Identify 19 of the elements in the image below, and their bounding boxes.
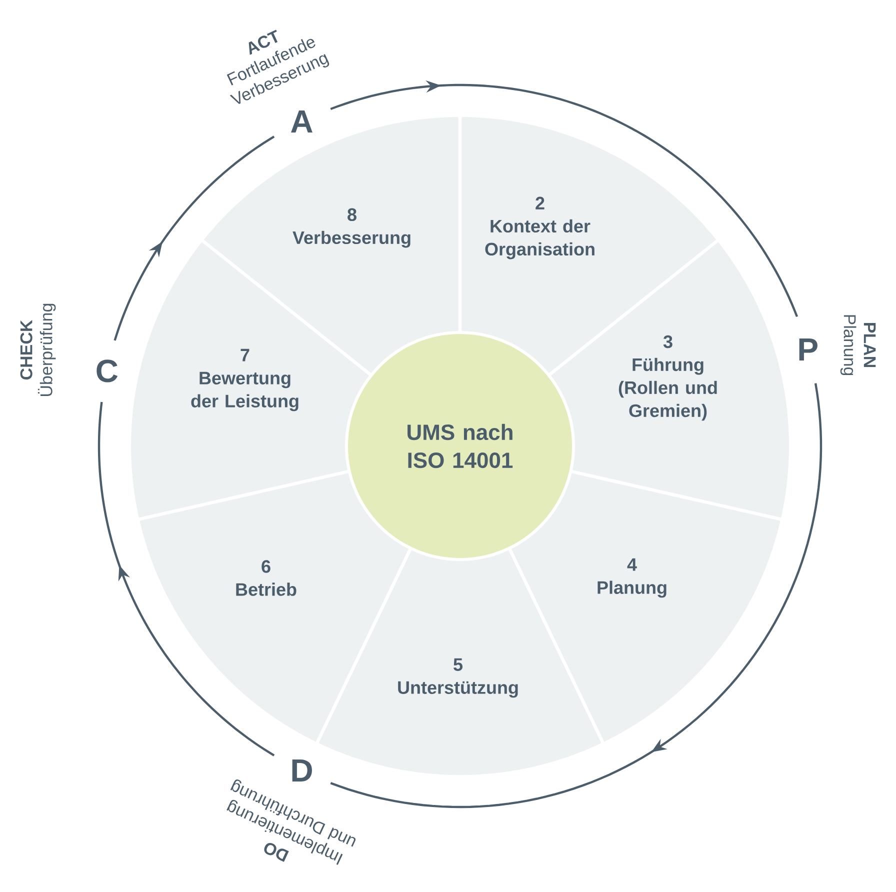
node-label: 6 <box>262 560 270 573</box>
node-label: Bewertung der Leistung <box>191 372 298 412</box>
phase-letter: D <box>292 759 312 782</box>
cycle-arrow <box>98 402 275 756</box>
node-label: 2 <box>536 196 544 210</box>
cycle-arrow <box>330 383 822 808</box>
node-label: 7 <box>240 348 250 362</box>
cycle-arrow <box>114 136 275 341</box>
node-label: Betrieb <box>236 582 296 596</box>
phase-letter: A <box>291 110 312 133</box>
node-label: 3 <box>663 335 672 348</box>
cycle-arrow <box>330 80 798 318</box>
node-label: 5 <box>454 658 463 671</box>
phase-letter: C <box>96 360 118 382</box>
node-label: 8 <box>348 208 356 222</box>
phase-caption: PLAN Planung <box>840 315 876 376</box>
phase-letter: P <box>799 338 818 361</box>
node-label: 4 <box>627 558 637 571</box>
phase-caption: CHECK Überprüfung <box>20 304 56 396</box>
